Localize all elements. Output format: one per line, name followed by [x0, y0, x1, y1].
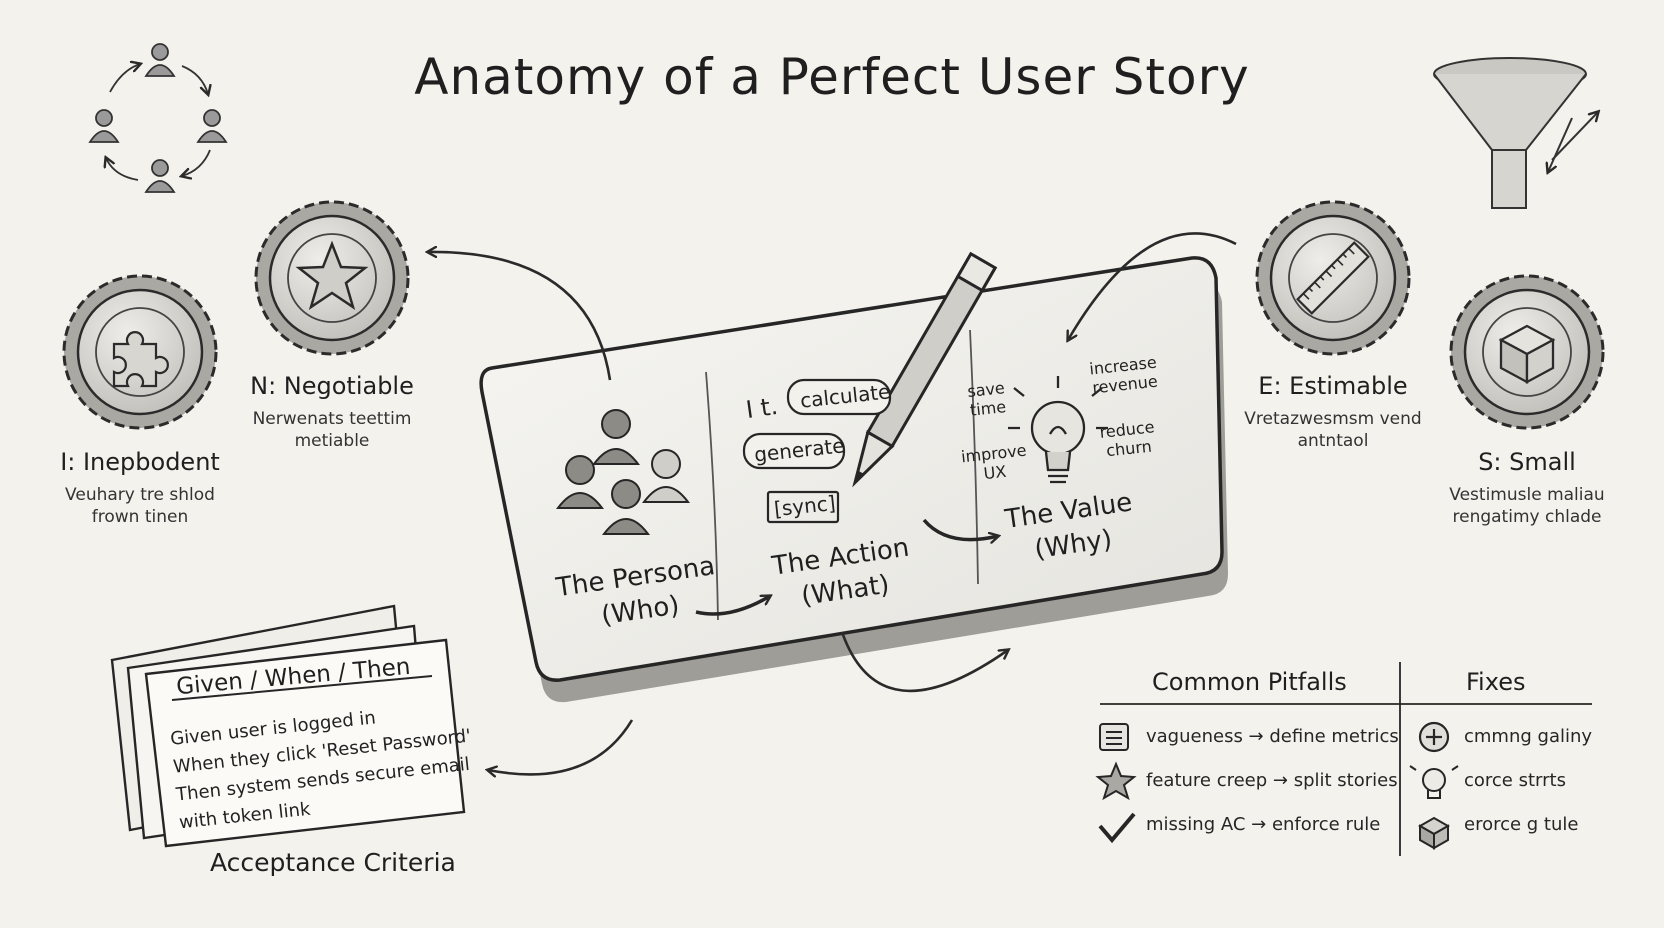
persona-people-icon — [556, 409, 690, 535]
funnel-icon — [1433, 57, 1598, 209]
independent-title: I: Inepbodent — [60, 448, 220, 476]
star-icon — [1095, 761, 1137, 801]
page-title: Anatomy of a Perfect User Story — [414, 48, 1250, 106]
value-chip-save-time: save time — [960, 377, 1014, 420]
action-chips — [742, 378, 892, 524]
pencil-icon — [852, 251, 998, 488]
negotiable-title: N: Negotiable — [250, 372, 414, 400]
action-prefix: I t. — [744, 391, 780, 425]
list-icon — [1099, 723, 1129, 751]
negotiable-badge — [254, 200, 410, 356]
pitfalls-table-lines — [1100, 662, 1592, 856]
estimable-desc-line: antntaol — [1297, 431, 1369, 451]
lightbulb-icon — [1409, 765, 1459, 799]
estimable-badge — [1255, 200, 1411, 356]
pitfall-cell: vagueness → define metrics — [1146, 726, 1399, 747]
negotiable-desc: Nerwenats teettim metiable — [232, 408, 432, 452]
small-desc: Vestimusle maliau rengatimy chlade — [1417, 484, 1637, 528]
ruler-icon — [1296, 241, 1370, 315]
check-icon — [1098, 812, 1136, 844]
action-to-value-arrow — [922, 518, 998, 540]
cube-icon — [1498, 324, 1556, 384]
fix-cell: cmmng galiny — [1464, 726, 1593, 747]
value-chip-ux: improve UX — [960, 441, 1028, 485]
value-chip-revenue: increase revenue — [1084, 352, 1164, 398]
acceptance-caption: Acceptance Criteria — [210, 848, 456, 877]
fixes-column-header: Fixes — [1466, 668, 1526, 696]
persona-to-action-arrow — [695, 596, 770, 616]
small-title: S: Small — [1478, 448, 1576, 476]
small-desc-line: Vestimusle maliau — [1449, 485, 1605, 505]
estimable-desc: Vretazwesmsm vend antntaol — [1223, 408, 1443, 452]
independent-desc-line: Veuhary tre shlod — [65, 485, 215, 505]
negotiable-desc-line: metiable — [294, 431, 370, 451]
star-icon — [295, 240, 369, 310]
value-chip-churn: reduce churn — [1094, 417, 1162, 461]
story-card — [479, 256, 1229, 703]
box-icon — [1417, 816, 1451, 850]
pitfall-cell: missing AC → enforce rule — [1146, 814, 1381, 835]
acceptance-cards — [110, 604, 466, 848]
fix-cell: corce strrts — [1464, 770, 1566, 791]
lightbulb-icon — [1008, 376, 1108, 484]
independent-desc: Veuhary tre shlod frown tinen — [40, 484, 240, 528]
estimable-desc-line: Vretazwesmsm vend — [1244, 409, 1422, 429]
plus-circle-icon — [1418, 721, 1450, 753]
independent-badge — [62, 274, 218, 430]
independent-desc-line: frown tinen — [91, 507, 189, 527]
connector-arrows — [428, 232, 1237, 774]
fix-cell: erorce g tule — [1464, 814, 1579, 835]
team-cycle-icon — [88, 43, 228, 193]
negotiable-desc-line: Nerwenats teettim — [252, 409, 412, 429]
pitfall-cell: feature creep → split stories — [1146, 770, 1398, 791]
small-badge — [1449, 274, 1605, 430]
estimable-title: E: Estimable — [1258, 372, 1408, 400]
pitfalls-column-header: Common Pitfalls — [1152, 668, 1347, 696]
small-desc-line: rengatimy chlade — [1452, 507, 1602, 527]
puzzle-icon — [112, 331, 169, 388]
